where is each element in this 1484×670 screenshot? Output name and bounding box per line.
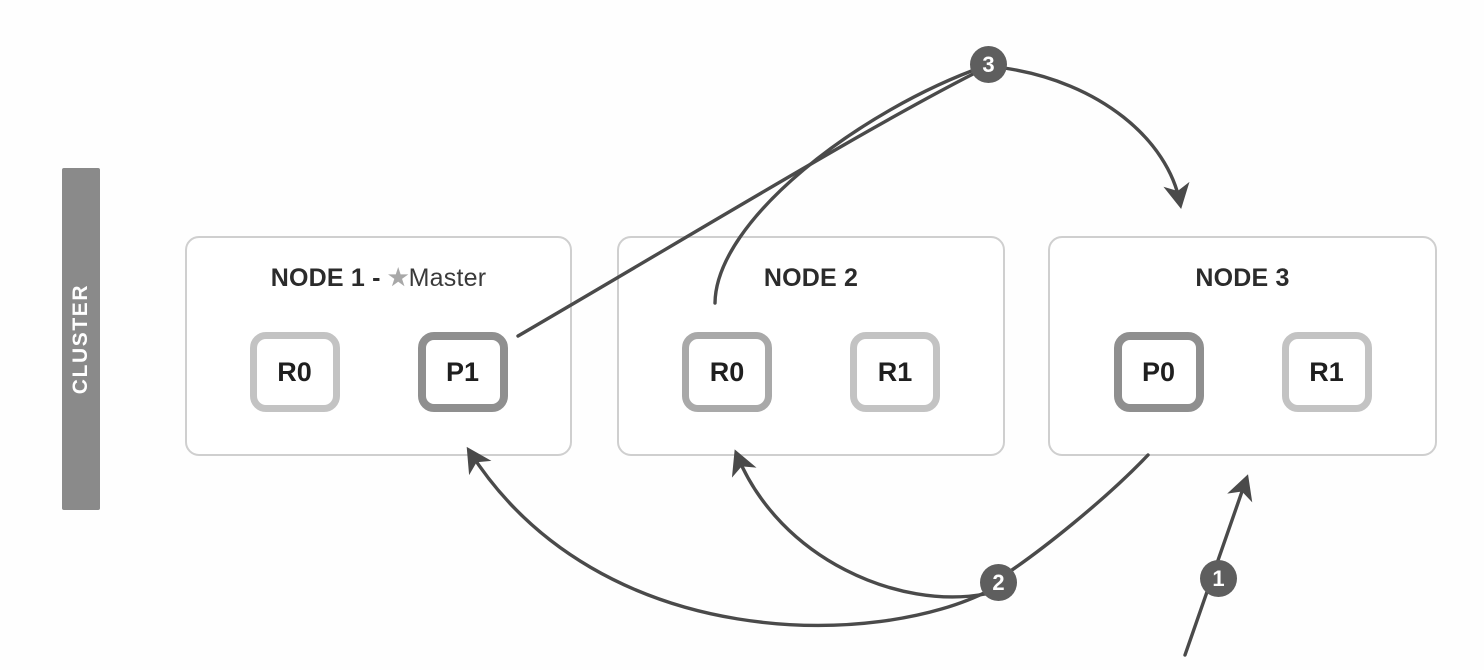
node-box-2[interactable]: NODE 2 R0 R1 [617, 236, 1005, 456]
node-3-shard-row: P0 R1 [1050, 332, 1435, 412]
node-1-master-label: Master [408, 264, 487, 292]
shard-node2-r0[interactable]: R0 [682, 332, 772, 412]
shard-node2-r1[interactable]: R1 [850, 332, 940, 412]
arrow-2-to-node1-p1 [466, 446, 992, 628]
star-icon: ★ [387, 264, 409, 290]
cluster-label-bar: CLUSTER [62, 168, 100, 510]
shard-node3-r1[interactable]: R1 [1281, 332, 1372, 412]
arrow-2-from-node3-p0 [998, 453, 1150, 580]
shard-node1-p1[interactable]: P1 [417, 332, 508, 412]
node-2-title: NODE 2 [763, 264, 859, 292]
node-1-shard-row: R0 P1 [187, 332, 570, 412]
node-box-3[interactable]: NODE 3 P0 R1 [1048, 236, 1437, 456]
step-badge-2[interactable]: 2 [980, 564, 1017, 601]
step-badge-3[interactable]: 3 [970, 46, 1007, 83]
step-badge-3-number: 3 [982, 51, 995, 77]
node-2-shard-row: R0 R1 [619, 332, 1003, 412]
node-box-1[interactable]: NODE 1 - ★Master R0 P1 [185, 236, 572, 456]
step-badge-1-number: 1 [1212, 565, 1225, 591]
node-1-title: NODE 1 - ★Master [187, 264, 570, 293]
shard-node1-r0[interactable]: R0 [249, 332, 340, 412]
step-badge-2-number: 2 [992, 569, 1005, 595]
arrow-3-to-node3 [1002, 66, 1190, 210]
cluster-label-text: CLUSTER [69, 283, 92, 395]
shard-node3-p0[interactable]: P0 [1113, 332, 1204, 412]
node-1-title-prefix: NODE 1 - [270, 264, 388, 292]
step-badge-1[interactable]: 1 [1200, 560, 1237, 597]
node-3-title: NODE 3 [1195, 264, 1290, 292]
arrow-2-to-node2-r0 [731, 449, 987, 599]
